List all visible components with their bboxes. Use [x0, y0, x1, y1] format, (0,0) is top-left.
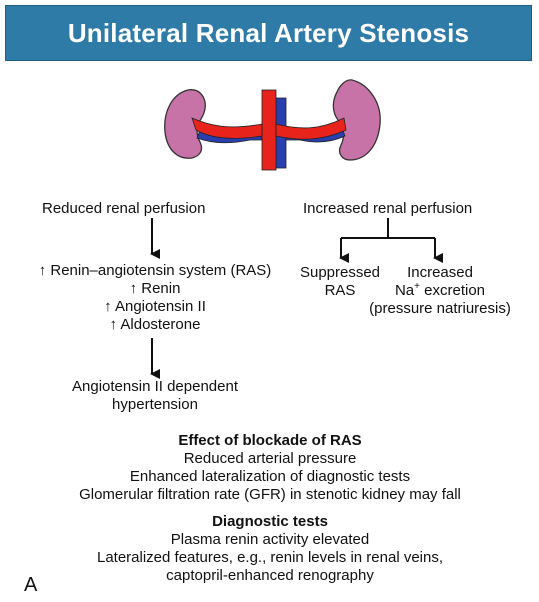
tests-line: captopril-enhanced renography — [166, 567, 374, 584]
ras-label: Renin–angiotensin system (RAS) — [50, 262, 272, 279]
diagnostic-tests-section: Diagnostic tests Plasma renin activity e… — [20, 513, 520, 585]
increased-perfusion-label: Increased renal perfusion — [303, 200, 473, 217]
hypertension-block: Angiotensin II dependent hypertension — [72, 378, 238, 413]
left-kidney-icon — [164, 89, 206, 159]
panel-label: A — [24, 574, 38, 596]
blockade-line: Enhanced lateralization of diagnostic te… — [129, 468, 411, 485]
reduced-perfusion-label: Reduced renal perfusion — [42, 200, 206, 217]
tests-heading: Diagnostic tests — [212, 513, 328, 530]
natriuresis-block: Increased Na+ excretion (pressure natriu… — [369, 264, 511, 317]
blockade-section: Effect of blockade of RAS Reduced arteri… — [20, 432, 520, 504]
blockade-line: Glomerular filtration rate (GFR) in sten… — [79, 486, 461, 503]
aldosterone-label: Aldosterone — [120, 316, 201, 333]
ras-block: ↑ Renin–angiotensin system (RAS) ↑ Renin… — [38, 262, 272, 333]
right-kidney-icon — [332, 79, 381, 161]
angiotensin-label: Angiotensin II — [114, 298, 206, 315]
title-banner: Unilateral Renal Artery Stenosis — [5, 5, 532, 61]
renin-label: Renin — [141, 280, 181, 297]
page-title: Unilateral Renal Artery Stenosis — [67, 17, 470, 48]
fork-arrow — [339, 218, 443, 263]
blockade-line: Reduced arterial pressure — [183, 450, 357, 467]
artery-graphic — [191, 89, 347, 171]
blockade-heading: Effect of blockade of RAS — [178, 432, 362, 449]
tests-line: Plasma renin activity elevated — [170, 531, 370, 548]
suppressed-ras-block: Suppressed RAS — [299, 264, 381, 299]
tests-line: Lateralized features, e.g., renin levels… — [96, 549, 444, 566]
